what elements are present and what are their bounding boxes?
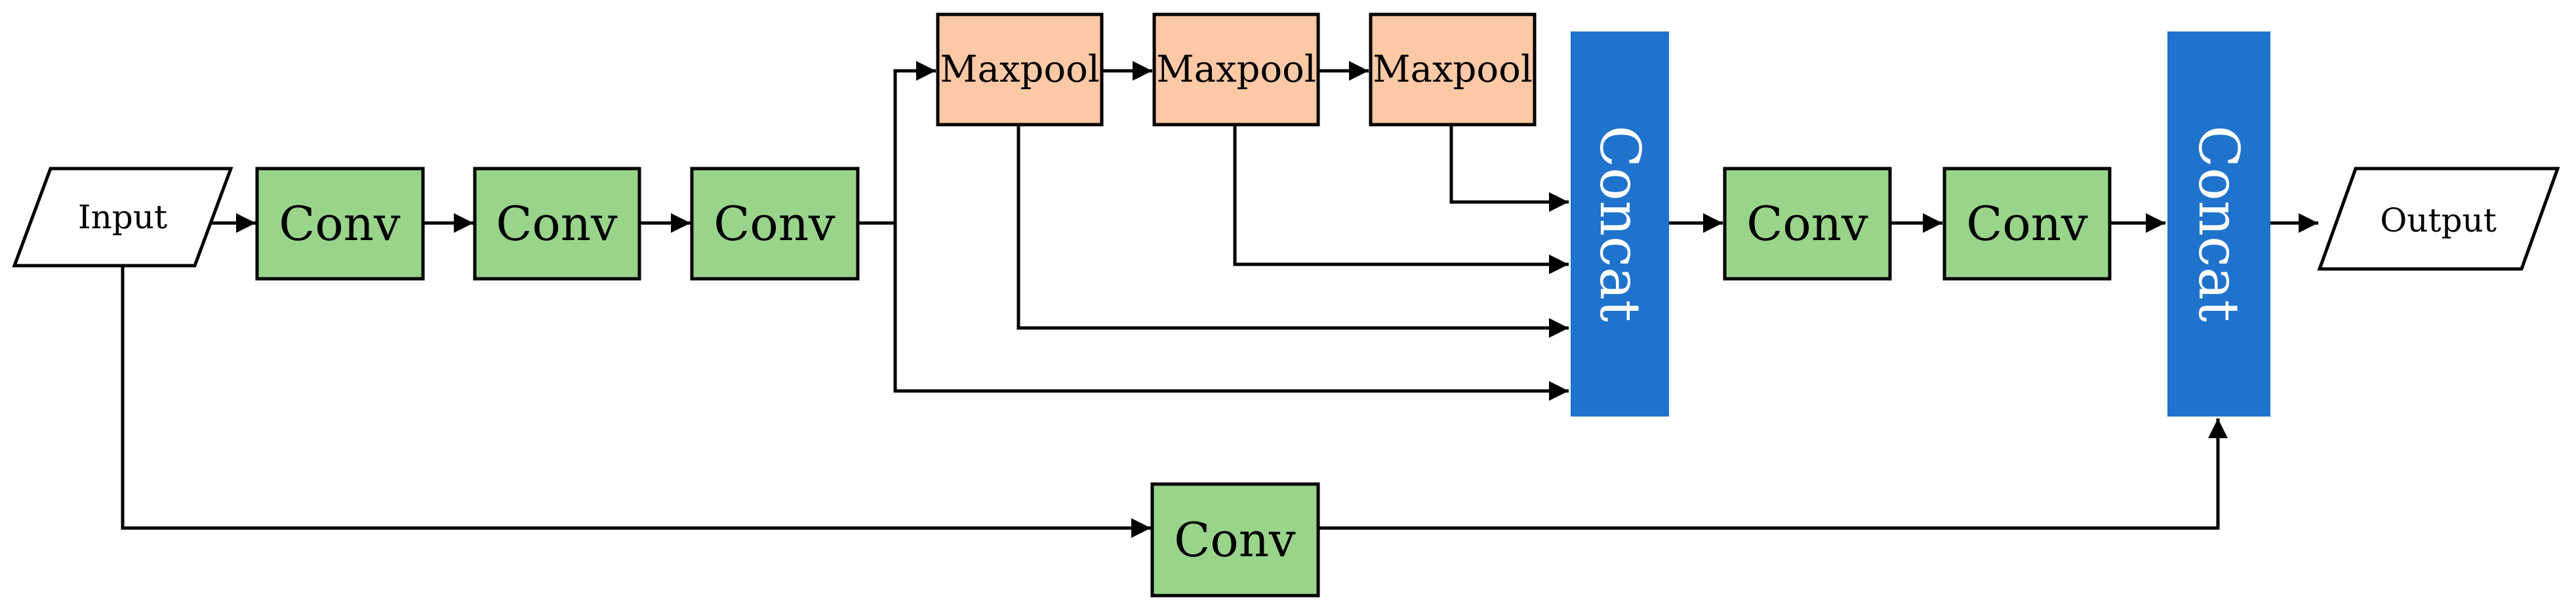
connectors <box>121 61 2318 538</box>
edge-maxpool3-concat1 <box>1449 125 1569 212</box>
conv-block-1: Conv <box>255 167 425 281</box>
output-node: Output <box>2317 167 2560 271</box>
concat-block-2: Concat <box>2167 31 2270 417</box>
maxpool-block-2: Maxpool <box>1152 12 1320 127</box>
maxpool-block-1: Maxpool <box>936 12 1104 127</box>
maxpool-block-2-label: Maxpool <box>1156 49 1316 91</box>
conv-block-2: Conv <box>473 167 641 281</box>
conv-block-4: Conv <box>1723 167 1892 281</box>
conv-block-skip: Conv <box>1150 482 1320 598</box>
output-label: Output <box>2380 201 2497 239</box>
maxpool-block-3: Maxpool <box>1369 12 1537 127</box>
conv-block-5: Conv <box>1942 167 2112 281</box>
concat-block-2-label: Concat <box>2186 125 2251 322</box>
edge-conv3-concat1 <box>893 223 1569 401</box>
conv-block-5-label: Conv <box>1966 196 2088 251</box>
edge-input-convskip <box>121 262 1151 538</box>
conv-block-4-label: Conv <box>1746 196 1868 251</box>
input-node: Input <box>12 167 233 268</box>
edge-maxpool1-concat1 <box>1016 125 1569 338</box>
conv-block-3-label: Conv <box>714 196 835 251</box>
conv-block-3: Conv <box>690 167 860 281</box>
maxpool-block-1-label: Maxpool <box>940 49 1100 91</box>
edge-maxpool2-concat1 <box>1233 125 1569 274</box>
edge-conv3-maxpool1 <box>858 61 936 225</box>
input-label: Input <box>78 198 167 236</box>
concat-block-1: Concat <box>1571 31 1669 417</box>
maxpool-block-3-label: Maxpool <box>1373 49 1533 91</box>
conv-block-skip-label: Conv <box>1174 512 1296 567</box>
concat-block-1-label: Concat <box>1588 125 1652 322</box>
conv-block-1-label: Conv <box>279 196 401 251</box>
conv-block-2-label: Conv <box>496 196 618 251</box>
edge-convskip-concat2 <box>1318 418 2228 530</box>
